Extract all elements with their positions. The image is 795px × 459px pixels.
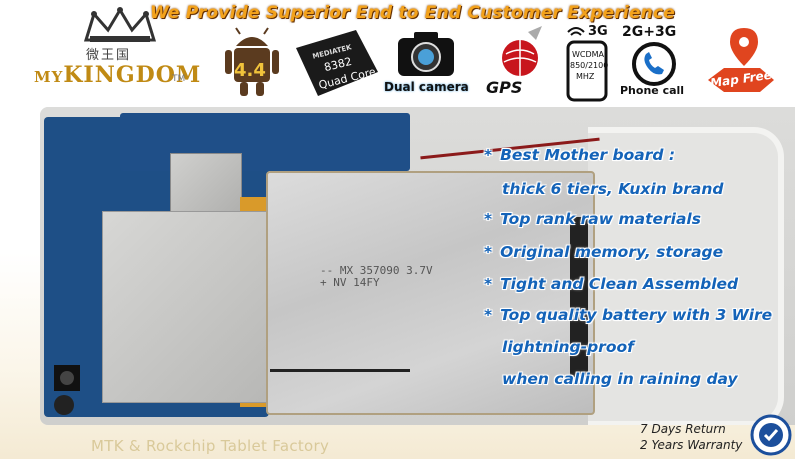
- phone-band: 850/2100: [570, 61, 609, 70]
- motherboard-top-section: [120, 113, 410, 171]
- logo-trademark: TM: [172, 74, 186, 84]
- phone-mhz: MHZ: [576, 72, 595, 81]
- camera-icon: [398, 32, 454, 76]
- battery-wire-lower: [270, 369, 410, 372]
- battery-pack: [266, 171, 595, 415]
- feature-camera: Dual camera: [384, 24, 470, 104]
- feature-android: 4.4: [222, 24, 282, 104]
- map-pin-icon: [708, 28, 774, 92]
- bullet-item: thick 6 tiers, Kuxin brand: [502, 180, 724, 198]
- feature-phone-call: 2G+3G Phone call: [620, 24, 694, 104]
- factory-caption: MTK & Rockchip Tablet Factory: [91, 437, 330, 455]
- shield-can-small: [170, 153, 242, 221]
- bullet-item: * Top rank raw materials: [484, 210, 701, 228]
- bullet-item: when calling in raining day: [502, 370, 738, 388]
- bullet-item: * Original memory, storage: [484, 243, 723, 261]
- bullet-text: Top rank raw materials: [500, 210, 701, 228]
- camera-label: Dual camera: [384, 80, 469, 94]
- bullet-text: thick 6 tiers, Kuxin brand: [502, 180, 724, 198]
- bullet-text: Original memory, storage: [500, 243, 724, 261]
- bullet-star: *: [484, 275, 493, 293]
- feature-gps: GPS: [484, 24, 558, 104]
- bullet-text: Best Mother board :: [500, 146, 676, 164]
- phone-call-icon: [632, 42, 676, 86]
- crown-icon: [83, 7, 157, 42]
- gps-label: GPS: [486, 78, 523, 97]
- logo-brand-prefix: MY: [34, 68, 64, 86]
- feature-3g: 3G WCDMA 850/2100 MHZ: [562, 24, 620, 104]
- bullet-item: * Best Mother board :: [484, 146, 675, 164]
- phone-3g-label: 3G: [588, 24, 608, 39]
- phone-3g-icon: [566, 27, 608, 102]
- bullet-star: *: [484, 306, 493, 324]
- guarantee-seal-icon: [750, 414, 792, 456]
- phone-call-label: Phone call: [620, 84, 685, 97]
- logo-chinese-text: 微王国: [86, 48, 132, 63]
- vibrator-icon: [54, 395, 74, 415]
- gps-icon: [502, 26, 542, 76]
- bullet-star: *: [484, 243, 493, 261]
- bullet-text: Tight and Clean Assembled: [500, 275, 739, 293]
- speaker: [570, 217, 588, 377]
- phone-call-network: 2G+3G: [622, 24, 677, 40]
- chip-icon: [296, 30, 378, 96]
- tablet-internal-photo: -- MX 357090 3.7V + NV 14FY: [40, 107, 795, 425]
- return-policy: 7 Days Return: [640, 422, 726, 436]
- feature-map: Map Free: [704, 24, 778, 104]
- header-tagline: We Provide Superior End to End Customer …: [150, 3, 675, 23]
- shield-can-large: [102, 211, 274, 403]
- logo-brand-name: KINGDOM: [63, 62, 202, 88]
- bullet-item: * Tight and Clean Assembled: [484, 275, 738, 293]
- android-version: 4.4: [234, 60, 266, 81]
- bullet-text: Top quality battery with 3 Wire: [500, 306, 773, 324]
- camera-module-icon: [54, 365, 80, 391]
- bullet-item: * Top quality battery with 3 Wire: [484, 306, 772, 324]
- logo-brand-text: MYKINGDOM: [34, 62, 201, 88]
- phone-wcdma: WCDMA: [572, 50, 605, 59]
- bullet-text: when calling in raining day: [502, 370, 738, 388]
- bullet-star: *: [484, 146, 493, 164]
- tablet-frame: [588, 127, 784, 425]
- android-icon: [225, 27, 279, 96]
- battery-print: -- MX 357090 3.7V + NV 14FY: [320, 264, 433, 289]
- bullet-star: *: [484, 210, 493, 228]
- bullet-item: lightning-proof: [502, 338, 634, 356]
- bullet-text: lightning-proof: [502, 338, 634, 356]
- warranty-policy: 2 Years Warranty: [640, 438, 743, 452]
- feature-chip: MEDIATEK 8382 Quad Core: [290, 24, 382, 104]
